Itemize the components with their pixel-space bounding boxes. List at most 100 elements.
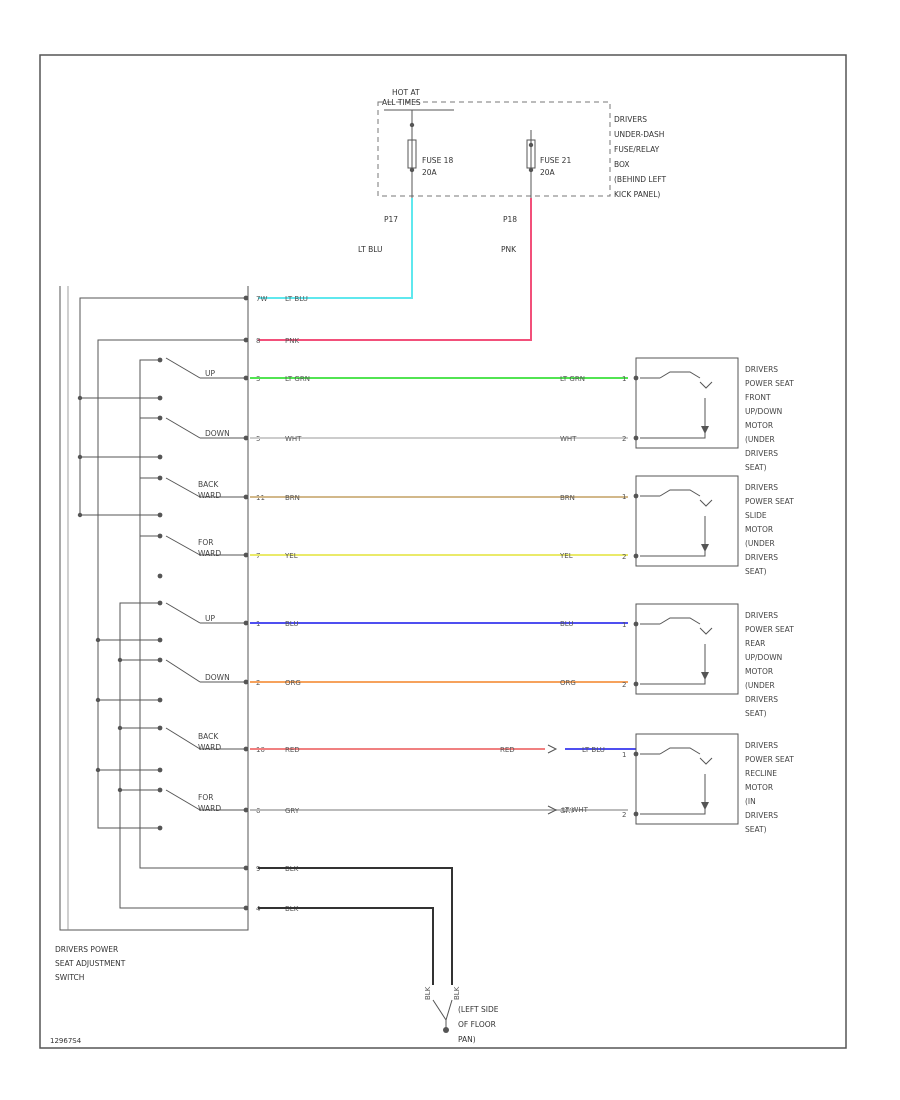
switch-position-label: DOWN (205, 429, 230, 438)
fuse-18-rating: 20A (422, 168, 438, 177)
wire-label: ORG (285, 679, 301, 687)
motor-name-line: MOTOR (745, 421, 773, 430)
motor-box (635, 475, 739, 567)
motor-terminal (633, 751, 639, 757)
switch-outline (59, 286, 249, 931)
switch-blade-down (165, 417, 201, 439)
motor-pin-label: 1 (622, 621, 626, 629)
motor-name-line: SEAT) (745, 825, 767, 834)
switch-position-label: WARD (198, 804, 221, 813)
motor-terminal (633, 435, 639, 441)
wire-pnk-feed (258, 198, 532, 341)
diagram-id: 12967S4 (50, 1037, 82, 1045)
pin-dot (243, 295, 249, 301)
fuse-box-outline (377, 101, 611, 197)
junction-dot (77, 512, 83, 518)
motor-name-line: POWER SEAT (745, 497, 794, 506)
motor-terminal (633, 811, 639, 817)
fuse-block-name-line: KICK PANEL) (614, 190, 660, 199)
wire-label: LT GRN (285, 375, 310, 383)
motor-name-line: DRIVERS (745, 483, 778, 492)
switch-row: 10REDREDBACKWARD (198, 732, 545, 754)
junction-dot (95, 767, 101, 773)
wire-label: BLU (285, 620, 298, 628)
pin-p18-label: P18 (503, 215, 517, 224)
switch-bus-blk-4 (119, 602, 248, 909)
ground-wire-label-b: BLK (453, 986, 461, 1000)
wire-label: LT BLU (285, 295, 308, 303)
fuse-21-rating: 20A (540, 168, 556, 177)
motor-name-line: SEAT) (745, 463, 767, 472)
switch-position-label: FOR (198, 538, 213, 547)
ground-wire-blk-4 (258, 907, 434, 985)
ground-label-line: OF FLOOR (458, 1020, 496, 1029)
motor-name-line: DRIVERS (745, 695, 778, 704)
wire-label: WHT (285, 435, 302, 443)
motor-name-line: DRIVERS (745, 811, 778, 820)
wire-label-far: BLU (560, 620, 573, 628)
ground-label-line: PAN) (458, 1035, 476, 1044)
motor-pin-label: 2 (622, 435, 626, 443)
ground-wire-blk-9 (258, 867, 453, 985)
switch-position-label: BACK (198, 732, 219, 741)
contact-dot (157, 512, 163, 518)
ground-join (432, 999, 453, 1030)
pin-dot (243, 865, 249, 871)
motor-name-line: (UNDER (745, 435, 775, 444)
wire-lt-blu-feed (258, 198, 413, 299)
switch-blade-up (165, 357, 201, 379)
fuse-block-name-line: (BEHIND LEFT (614, 175, 667, 184)
wire-label-far: BRN (560, 494, 575, 502)
motor-terminal (633, 681, 639, 687)
contact-dot (157, 697, 163, 703)
motor-name-line: DRIVERS (745, 741, 778, 750)
junction-dot (117, 787, 123, 793)
motor-name-line: RECLINE (745, 769, 777, 778)
junction-dot (117, 725, 123, 731)
contact-dot (157, 657, 163, 663)
pin-dot (243, 494, 249, 500)
motor-name-line: POWER SEAT (745, 625, 794, 634)
wire-lt-blu-label: LT BLU (358, 245, 383, 254)
contact-dot (157, 395, 163, 401)
motor-arrow-icon (701, 544, 709, 552)
wire-label: RED (285, 746, 300, 754)
fuse-block-name: DRIVERS UNDER-DASH FUSE/RELAY BOX (BEHIN… (614, 115, 667, 199)
ground: BLK BLK (LEFT SIDE OF FLOOR PAN) (258, 867, 499, 1044)
junction-dot (95, 697, 101, 703)
motor-arrow-icon (701, 426, 709, 434)
motor-arrow-icon (701, 802, 709, 810)
pin-dot (243, 620, 249, 626)
switch-position-label: UP (205, 369, 215, 378)
wire-label-far: YEL (559, 552, 573, 560)
motor-name-line: MOTOR (745, 783, 773, 792)
switch-blade-up (165, 602, 201, 624)
contact-dot (157, 600, 163, 606)
pin-dot (243, 905, 249, 911)
pin-dot (243, 746, 249, 752)
motor-terminal (633, 375, 639, 381)
motor-pin-label: 2 (622, 553, 626, 561)
pin-p17-label: P17 (384, 215, 398, 224)
wire-pnk-label: PNK (501, 245, 517, 254)
recline-alt-wire-2: LT WHT (562, 806, 589, 814)
motor-box (635, 733, 739, 825)
contact-dot (157, 787, 163, 793)
motor-pin-label: 1 (622, 493, 626, 501)
motor-symbol (699, 627, 713, 635)
motor-arrow-icon (701, 672, 709, 680)
motor-box (635, 357, 739, 449)
recline-connector (547, 805, 558, 815)
fuse-block-name-line: FUSE/RELAY (614, 145, 660, 154)
motor-name-line: POWER SEAT (745, 379, 794, 388)
pin-dot (243, 679, 249, 685)
contact-dot (157, 573, 163, 579)
motor-name-line: POWER SEAT (745, 755, 794, 764)
